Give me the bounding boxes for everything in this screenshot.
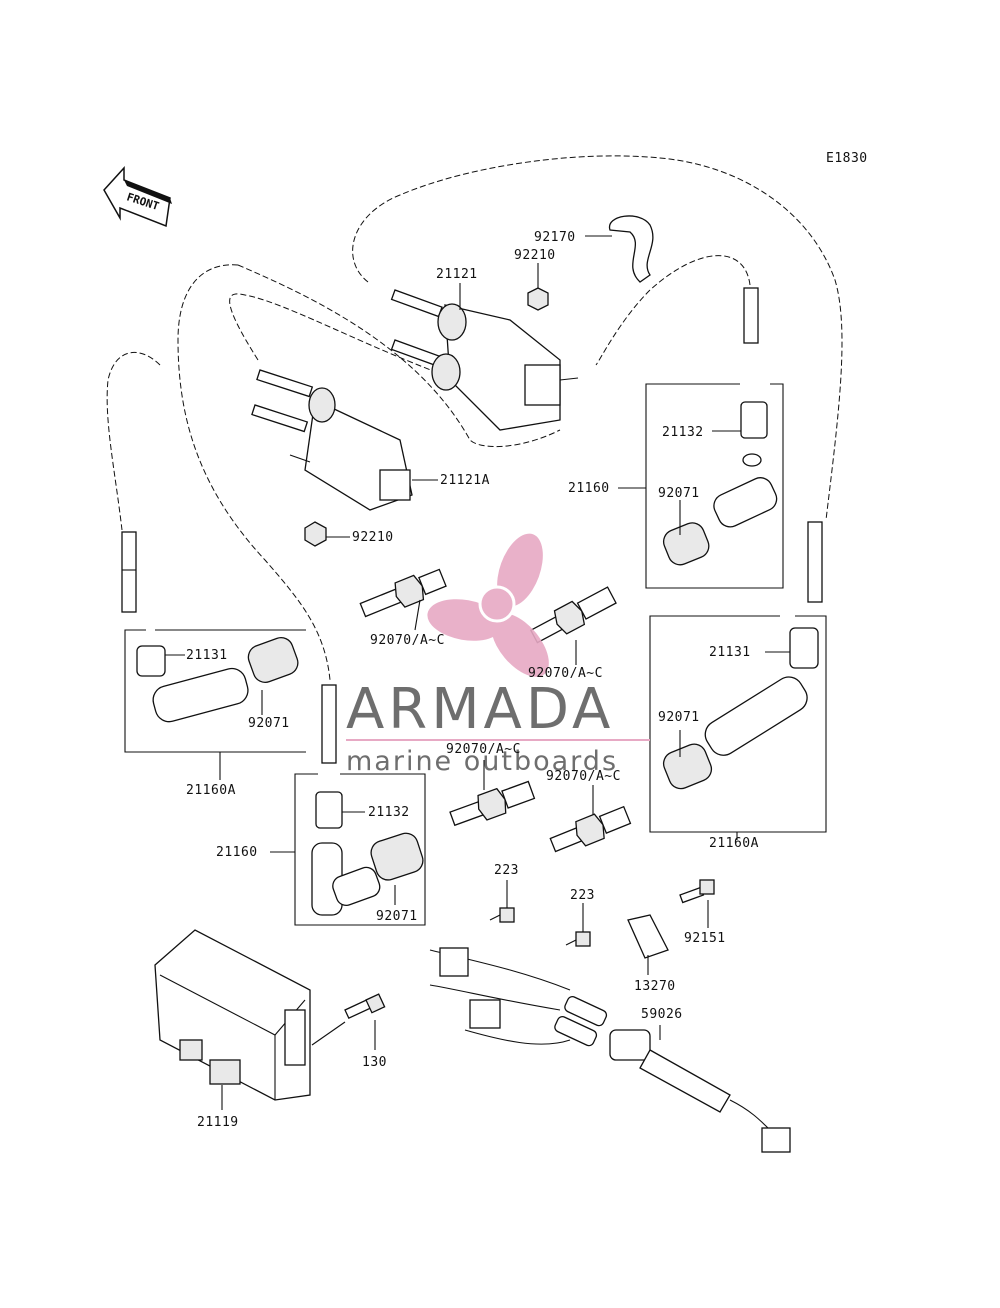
plug-wire-left [121, 531, 137, 613]
label-21131-right: 21131 [709, 645, 751, 660]
label-92070-c: 92070/A~C [446, 742, 521, 757]
leader-lines [165, 235, 790, 1110]
bolt-130 [311, 993, 386, 1046]
cdi-unit-21119 [154, 929, 311, 1101]
ignition-coil-upper [390, 289, 579, 431]
label-92071-mid: 92071 [376, 909, 418, 924]
watermark-tagline: marine outboards [346, 746, 618, 777]
cable-routing [106, 155, 843, 681]
label-92071-right: 92071 [658, 486, 700, 501]
group-box-21160-mid [294, 773, 426, 926]
screw-223-b [565, 931, 591, 947]
label-59026: 59026 [641, 1007, 683, 1022]
clamp-13270 [627, 914, 669, 959]
front-arrow-icon: FRONT [103, 166, 172, 228]
label-21121: 21121 [436, 267, 478, 282]
label-92070-a: 92070/A~C [370, 633, 445, 648]
ignition-coil-lower [251, 369, 413, 511]
group-box-21160A-left [124, 629, 306, 753]
label-92070-b: 92070/A~C [528, 666, 603, 681]
spark-plug-b [529, 586, 617, 644]
label-21131-left: 21131 [186, 648, 228, 663]
label-92071-right2: 92071 [658, 710, 700, 725]
label-21160A-left: 21160A [186, 783, 236, 798]
label-223-b: 223 [570, 888, 595, 903]
wire-harness-59026 [429, 947, 791, 1153]
boot-right-lower [704, 676, 808, 756]
spark-plug-c [449, 780, 536, 827]
label-92170: 92170 [534, 230, 576, 245]
group-box-21160A-right [649, 615, 827, 833]
label-21121A: 21121A [440, 473, 490, 488]
plug-cap-21132-mid [315, 791, 343, 829]
clamp-92170 [609, 215, 654, 283]
boot-right [713, 453, 778, 528]
plug-cap-21132-right [740, 401, 768, 439]
boot-mid [311, 842, 381, 916]
seal-92071-right2 [662, 743, 713, 790]
spark-plug-a [359, 568, 447, 618]
label-21160A-right: 21160A [709, 836, 759, 851]
label-92210-top: 92210 [514, 248, 556, 263]
nut-92210-top [527, 287, 549, 311]
propeller-logo-icon [427, 533, 549, 677]
spark-plug-d [549, 805, 632, 853]
screw-223-a [489, 907, 515, 923]
label-92210-left: 92210 [352, 530, 394, 545]
label-21119: 21119 [197, 1115, 239, 1130]
group-box-21160-right [645, 383, 784, 589]
plug-wire-right [807, 521, 823, 603]
seal-92071-left [247, 636, 299, 683]
label-13270: 13270 [634, 979, 676, 994]
armada-watermark: ARMADA marine outboards [346, 533, 650, 777]
watermark-brand: ARMADA [346, 677, 614, 742]
label-223-a: 223 [494, 863, 519, 878]
seal-92071-mid [370, 832, 424, 881]
plug-wire-mid [321, 684, 337, 764]
label-21160-mid: 21160 [216, 845, 258, 860]
diagram-code: E1830 [826, 151, 868, 166]
plug-cap-21131-right [789, 627, 819, 669]
label-92071-left: 92071 [248, 716, 290, 731]
label-21132-right: 21132 [662, 425, 704, 440]
nut-92210-left [304, 521, 327, 547]
bolt-92151 [679, 879, 715, 904]
seal-92071-right [662, 522, 710, 566]
plug-cap-21131-left [136, 645, 166, 677]
boot-left [152, 667, 249, 723]
label-92151: 92151 [684, 931, 726, 946]
part-labels: 92170 92210 21121 21121A 92210 21132 211… [186, 230, 759, 1130]
label-21160-right: 21160 [568, 481, 610, 496]
label-21132-mid: 21132 [368, 805, 410, 820]
label-130: 130 [362, 1055, 387, 1070]
plug-wire-right-top [743, 287, 759, 344]
label-92070-d: 92070/A~C [546, 769, 621, 784]
